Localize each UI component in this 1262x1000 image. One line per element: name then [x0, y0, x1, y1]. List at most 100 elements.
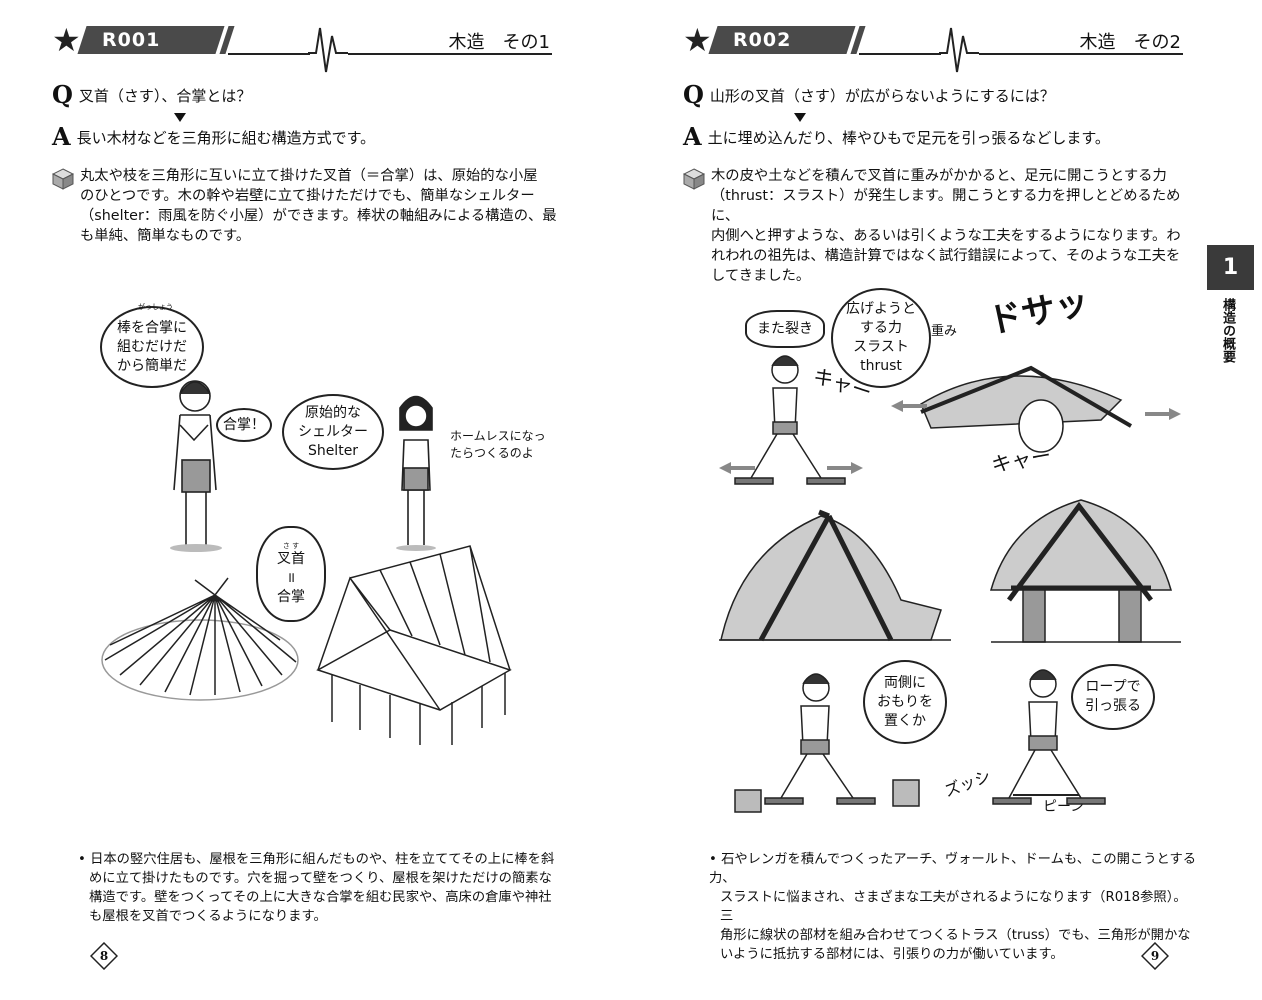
question-marker: Q	[52, 80, 73, 109]
bubble-line: 原始的な	[305, 404, 361, 421]
collapsing-roof	[920, 365, 1133, 453]
star-icon: ★	[683, 21, 712, 59]
bubble-line: thrust	[860, 358, 902, 374]
note-line: も屋根を叉首でつくるようになります。	[89, 909, 327, 924]
man-with-rope	[992, 669, 1106, 805]
bubble-line: 広げようと	[846, 301, 916, 317]
section-header: ★ R001 木造 その1	[52, 22, 552, 73]
note-line: • 日本の竪穴住居も、屋根を三角形に組んだものや、柱を立ててその上に棒を斜	[78, 852, 555, 867]
answer-marker: A	[52, 122, 71, 151]
section-title: 木造 その2	[1079, 32, 1181, 53]
body-text: 丸太や枝を三角形に互いに立て掛けた叉首（＝合掌）は、原始的な小屋 のひとつです。…	[80, 166, 560, 246]
bubble-line: する力	[860, 320, 902, 336]
question: Q 山形の叉首（さす）が広がらないようにするには？	[683, 80, 1055, 109]
remark-line: たらつくるのよ	[450, 446, 534, 460]
header-rule	[979, 53, 1183, 55]
gassho-frame	[316, 545, 512, 745]
bubble-line: 棒を合掌に	[117, 319, 187, 336]
body-line: も単純、簡単なものです。	[80, 228, 251, 244]
remark-line: ホームレスになっ	[450, 429, 546, 443]
bubble-line: スラスト	[853, 339, 909, 355]
conical-hut	[101, 577, 299, 701]
speech-bubble: また裂き	[745, 310, 825, 348]
thrust-illustration: また裂き 広げようと する力 スラスト thrust 重み ドサッ キャー キャ…	[631, 280, 1201, 840]
man-with-weights	[734, 673, 920, 813]
bubble-line: 合掌	[277, 588, 305, 605]
bubble-line: 両側に	[884, 674, 926, 691]
note-line: いように抵抗する部材には、引張りの力が働いています。	[720, 947, 1064, 962]
body-line: 木の皮や土などを積んで叉首に重みがかかると、足元に開こうとする力	[711, 168, 1167, 184]
bubble-line: Shelter	[307, 442, 359, 459]
header-rule	[859, 53, 941, 55]
arrow-icons	[719, 400, 1181, 474]
weight-label: 重み	[931, 324, 958, 339]
answer-marker: A	[683, 122, 702, 151]
note-line: 角形に線状の部材を組み合わせてつくるトラス（truss）でも、三角形が開かな	[720, 928, 1191, 943]
chapter-tab-label: 構造の概要	[1220, 298, 1235, 363]
speech-bubble: 両側に おもりを 置くか	[863, 660, 947, 744]
body-line: れわれの祖先は、構造計算ではなく試行錯誤によって、そのような工夫を	[711, 248, 1181, 264]
section-code: R001	[102, 29, 161, 51]
mound-hut	[719, 509, 951, 642]
heartbeat-icon	[939, 27, 979, 73]
speech-bubble: さ す 叉首 ॥ 合掌	[256, 526, 326, 622]
question-marker: Q	[683, 80, 704, 109]
speech-bubble: 広げようと する力 スラスト thrust	[831, 288, 931, 388]
sasu-illustration: 棒を合掌に 組むだけだ から簡単だ がっしょう 合掌！ 原始的な シェルター S…	[0, 290, 631, 830]
body-line: 丸太や枝を三角形に互いに立て掛けた叉首（＝合掌）は、原始的な小屋	[80, 168, 538, 184]
answer-text: 土に埋め込んだり、棒やひもで足元を引っ張るなどします。	[707, 129, 1110, 147]
bubble-line: 叉首	[277, 550, 305, 567]
arrow-down-icon	[794, 113, 806, 122]
page-number: 9	[1141, 942, 1169, 970]
page-number: 8	[90, 942, 118, 970]
section-code: R002	[733, 29, 792, 51]
footnote: • 石やレンガを積んでつくったアーチ、ヴォールト、ドームも、この開こうとする力、…	[709, 850, 1199, 964]
speech-bubble: 棒を合掌に 組むだけだ から簡単だ	[100, 306, 204, 388]
bubble-line: から簡単だ	[117, 357, 187, 374]
bubble-line: 置くか	[884, 712, 926, 729]
note-line: 構造です。壁をつくってその上に大きな合掌を組む民家や、高床の倉庫や神社	[89, 890, 552, 905]
bubble-line: 引っ張る	[1085, 698, 1141, 714]
bubble-line: ロープで	[1085, 679, 1141, 695]
man-figure	[173, 380, 217, 545]
bubble-line: シェルター	[298, 423, 368, 440]
note-line: スラストに悩まされ、さまざまな工夫がされるようになります（R018参照）。三	[720, 890, 1187, 924]
question: Q 叉首（さす）、合掌とは？	[52, 80, 251, 109]
bubble-line: 組むだけだ	[117, 338, 187, 355]
section-code-box: R002	[708, 26, 860, 54]
section-title: 木造 その1	[448, 32, 550, 53]
question-text: 山形の叉首（さす）が広がらないようにするには？	[709, 87, 1055, 105]
body-line: （shelter：雨風を防ぐ小屋）ができます。棒状の軸組みによる構造の、最	[80, 208, 557, 224]
figures-drawing	[719, 355, 1181, 813]
body-text: 木の皮や土などを積んで叉首に重みがかかると、足元に開こうとする力 （thrust…	[711, 166, 1191, 286]
right-page: ★ R002 木造 その2 Q 山形の叉首（さす）が広がらないようにするには？ A…	[631, 0, 1262, 1000]
chapter-tab-number: 1	[1207, 245, 1254, 290]
cube-icon	[683, 168, 705, 190]
body-line: （thrust：スラスト）が発生します。開こうとする力を押しとどめるために、	[711, 188, 1181, 224]
ruby-text: がっしょう	[138, 303, 173, 311]
answer: A 土に埋め込んだり、棒やひもで足元を引っ張るなどします。	[683, 122, 1110, 151]
speech-bubble: 原始的な シェルター Shelter	[282, 394, 384, 470]
question-text: 叉首（さす）、合掌とは？	[78, 87, 252, 105]
ruby-text: さ す	[282, 541, 300, 550]
body-line: してきました。	[711, 268, 811, 284]
note-line: めに立て掛けたものです。穴を掘って壁をつくり、屋根を架けただけの簡素な	[89, 871, 552, 886]
header-rule	[348, 53, 552, 55]
woman-figure	[399, 395, 433, 545]
skateboard-man	[734, 355, 846, 485]
framed-hut	[990, 499, 1181, 643]
note-line: • 石やレンガを積んでつくったアーチ、ヴォールト、ドームも、この開こうとする力、	[709, 852, 1197, 886]
footnote: • 日本の竪穴住居も、屋根を三角形に組んだものや、柱を立ててその上に棒を斜 めに…	[78, 850, 558, 926]
body-line: のひとつです。木の幹や岩壁に立て掛けただけでも、簡単なシェルター	[80, 188, 535, 204]
remark-text: ホームレスになっ たらつくるのよ	[450, 428, 546, 462]
section-header: ★ R002 木造 その2	[683, 21, 1183, 73]
header-rule	[228, 53, 310, 55]
cube-icon	[52, 168, 74, 190]
heartbeat-icon	[308, 27, 348, 73]
speech-bubble: ロープで 引っ張る	[1071, 664, 1155, 730]
speech-bubble: 合掌！	[216, 408, 272, 442]
arrow-down-icon	[174, 113, 186, 122]
figures-drawing	[101, 380, 512, 745]
